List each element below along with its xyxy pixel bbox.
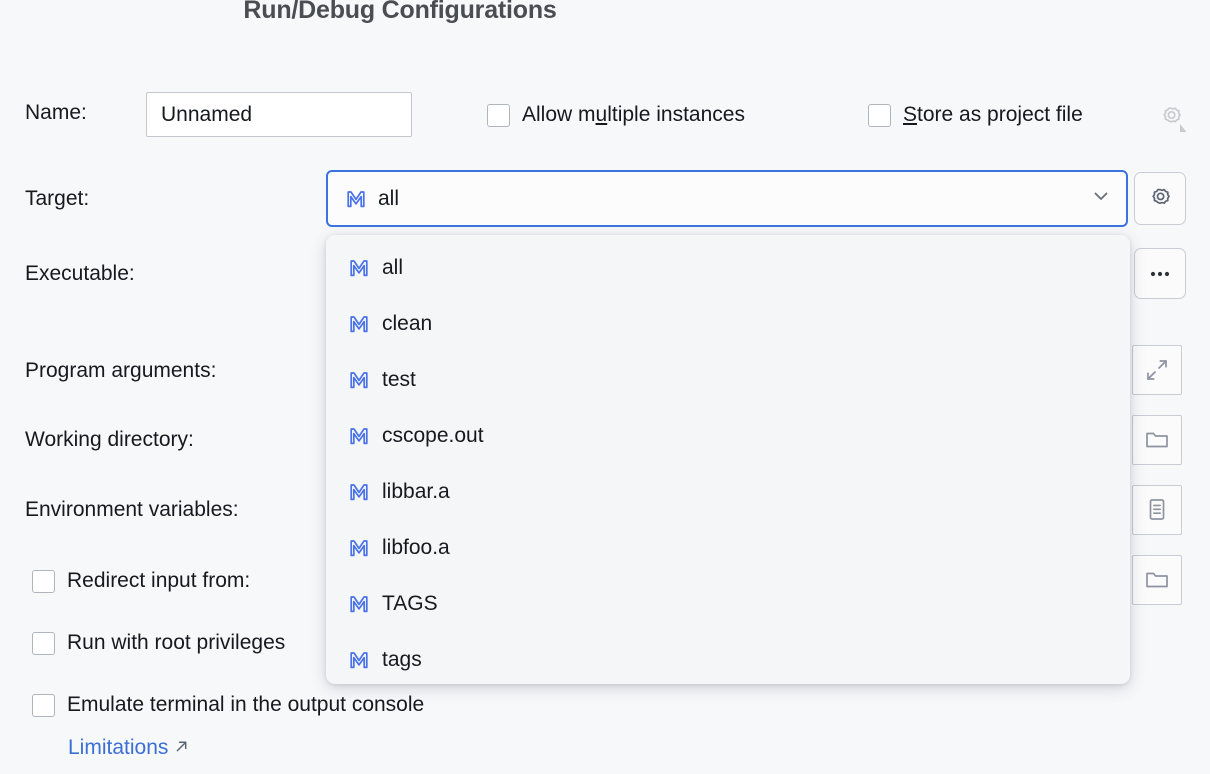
working-directory-label: Working directory: [25, 428, 194, 451]
gear-icon [1152, 188, 1170, 204]
environment-variables-label: Environment variables: [25, 498, 239, 521]
page-title: Run/Debug Configurations [243, 0, 557, 24]
external-link-arrow-icon [174, 736, 189, 760]
dropdown-item[interactable]: all [326, 240, 1130, 296]
folder-icon [1146, 432, 1168, 448]
dropdown-item-label: libbar.a [382, 480, 450, 503]
dropdown-item[interactable]: libbar.a [326, 464, 1130, 520]
redirect-input-from-checkbox[interactable]: Redirect input from: [32, 569, 250, 593]
dropdown-item[interactable]: clean [326, 296, 1130, 352]
executable-browse-button[interactable] [1134, 248, 1186, 299]
name-label: Name: [25, 101, 87, 124]
mnemonic-char: u [595, 103, 608, 126]
target-label: Target: [25, 187, 90, 210]
checkbox-box[interactable] [32, 569, 55, 593]
makefile-target-icon [350, 316, 368, 333]
makefile-target-icon [347, 190, 365, 207]
working-directory-browse-button[interactable] [1132, 415, 1182, 465]
target-combobox[interactable]: all [326, 170, 1128, 227]
makefile-target-icon [350, 260, 368, 277]
makefile-target-icon [350, 540, 368, 557]
run-with-root-privileges-checkbox[interactable]: Run with root privileges [32, 631, 285, 655]
mnemonic-char: S [903, 103, 918, 126]
emulate-terminal-label: Emulate terminal in the output console [67, 693, 425, 716]
label-part-after: ltiple instances [607, 103, 745, 126]
dropdown-item[interactable]: tags [326, 632, 1130, 684]
executable-label: Executable: [25, 262, 135, 285]
redirect-input-from-label: Redirect input from: [67, 569, 251, 592]
dropdown-item-label: libfoo.a [382, 536, 450, 559]
folder-icon [1146, 572, 1168, 588]
limitations-link[interactable]: Limitations [68, 736, 189, 760]
dropdown-item[interactable]: libfoo.a [326, 520, 1130, 576]
dropdown-item-label: test [382, 368, 416, 391]
redirect-input-browse-button[interactable] [1132, 555, 1182, 605]
ellipsis-icon [1150, 271, 1170, 276]
store-as-project-file-label: Store as project file [903, 103, 1083, 127]
checkbox-box[interactable] [487, 103, 510, 127]
dropdown-item-label: tags [382, 648, 422, 671]
dropdown-item-label: clean [382, 312, 433, 335]
label-part-before: Allow m [522, 103, 596, 126]
allow-multiple-instances-checkbox[interactable]: Allow multiple instances [487, 103, 745, 127]
checkbox-box[interactable] [32, 693, 55, 717]
target-selected-value: all [378, 186, 400, 210]
makefile-target-icon [350, 596, 368, 613]
document-list-icon [1149, 499, 1165, 520]
dropdown-item[interactable]: TAGS [326, 576, 1130, 632]
checkbox-box[interactable] [868, 103, 891, 127]
makefile-target-icon [350, 652, 368, 669]
allow-multiple-instances-label: Allow multiple instances [522, 103, 745, 127]
program-arguments-expand-button[interactable] [1132, 345, 1182, 395]
name-input[interactable]: Unnamed [146, 92, 412, 137]
makefile-target-icon [350, 428, 368, 445]
dropdown-item-label: TAGS [382, 592, 438, 615]
program-arguments-label: Program arguments: [25, 359, 217, 382]
chevron-down-icon[interactable] [1090, 185, 1112, 212]
emulate-terminal-checkbox[interactable]: Emulate terminal in the output console [32, 693, 424, 717]
gear-icon-disabled [1155, 101, 1187, 138]
store-as-project-file-checkbox[interactable]: Store as project file [868, 103, 1083, 127]
environment-variables-edit-button[interactable] [1132, 485, 1182, 535]
dropdown-item[interactable]: cscope.out [326, 408, 1130, 464]
dropdown-item-label: all [382, 256, 404, 279]
makefile-target-icon [350, 484, 368, 501]
dropdown-item[interactable]: test [326, 352, 1130, 408]
target-settings-button[interactable] [1134, 172, 1186, 225]
makefile-target-icon [350, 372, 368, 389]
checkbox-box[interactable] [32, 631, 55, 655]
run-with-root-privileges-label: Run with root privileges [67, 631, 286, 654]
expand-arrows-icon [1147, 360, 1167, 380]
dropdown-item-label: cscope.out [382, 424, 484, 447]
label-part-after: tore as project file [917, 103, 1083, 126]
limitations-link-label: Limitations [68, 736, 169, 759]
